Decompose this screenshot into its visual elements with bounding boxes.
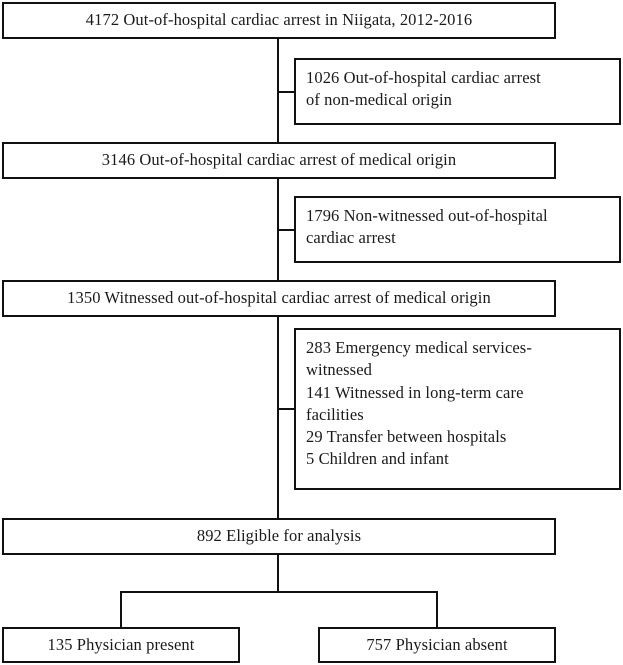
spine-connector-lower: [277, 316, 279, 519]
eligible-box: 892 Eligible for analysis: [2, 518, 556, 555]
exclusion-3-stub: [277, 408, 295, 410]
spine-connector-bottom: [277, 555, 279, 592]
witnessed-box: 1350 Witnessed out-of-hospital cardiac a…: [2, 280, 556, 317]
physician-absent-box: 757 Physician absent: [318, 627, 556, 663]
total-cohort-box: 4172 Out-of-hospital cardiac arrest in N…: [2, 2, 556, 39]
exclusion-2-stub: [277, 229, 295, 231]
exclusion-box-1: 1026 Out-of-hospital cardiac arrest of n…: [294, 58, 621, 125]
medical-origin-label: 3146 Out-of-hospital cardiac arrest of m…: [101, 150, 457, 170]
witnessed-label: 1350 Witnessed out-of-hospital cardiac a…: [67, 288, 491, 308]
total-cohort-label: 4172 Out-of-hospital cardiac arrest in N…: [85, 10, 473, 30]
exclusion-box-3: 283 Emergency medical services- witnesse…: [294, 328, 621, 490]
bottom-branch-left: [120, 591, 122, 627]
exclusion-1-stub: [277, 91, 295, 93]
exclusion-box-2: 1796 Non-witnessed out-of-hospital cardi…: [294, 196, 621, 263]
bottom-branch-right: [436, 591, 438, 627]
exclusion-box-1-label: 1026 Out-of-hospital cardiac arrest of n…: [306, 68, 541, 110]
bottom-split-horizontal: [120, 591, 438, 593]
physician-present-box: 135 Physician present: [2, 627, 240, 663]
physician-present-label: 135 Physician present: [47, 634, 195, 654]
eligible-label: 892 Eligible for analysis: [196, 526, 362, 546]
medical-origin-box: 3146 Out-of-hospital cardiac arrest of m…: [2, 142, 556, 179]
exclusion-box-3-label: 283 Emergency medical services- witnesse…: [306, 338, 532, 469]
physician-absent-label: 757 Physician absent: [366, 634, 508, 654]
spine-connector-top: [277, 38, 279, 143]
exclusion-box-2-label: 1796 Non-witnessed out-of-hospital cardi…: [306, 206, 548, 248]
